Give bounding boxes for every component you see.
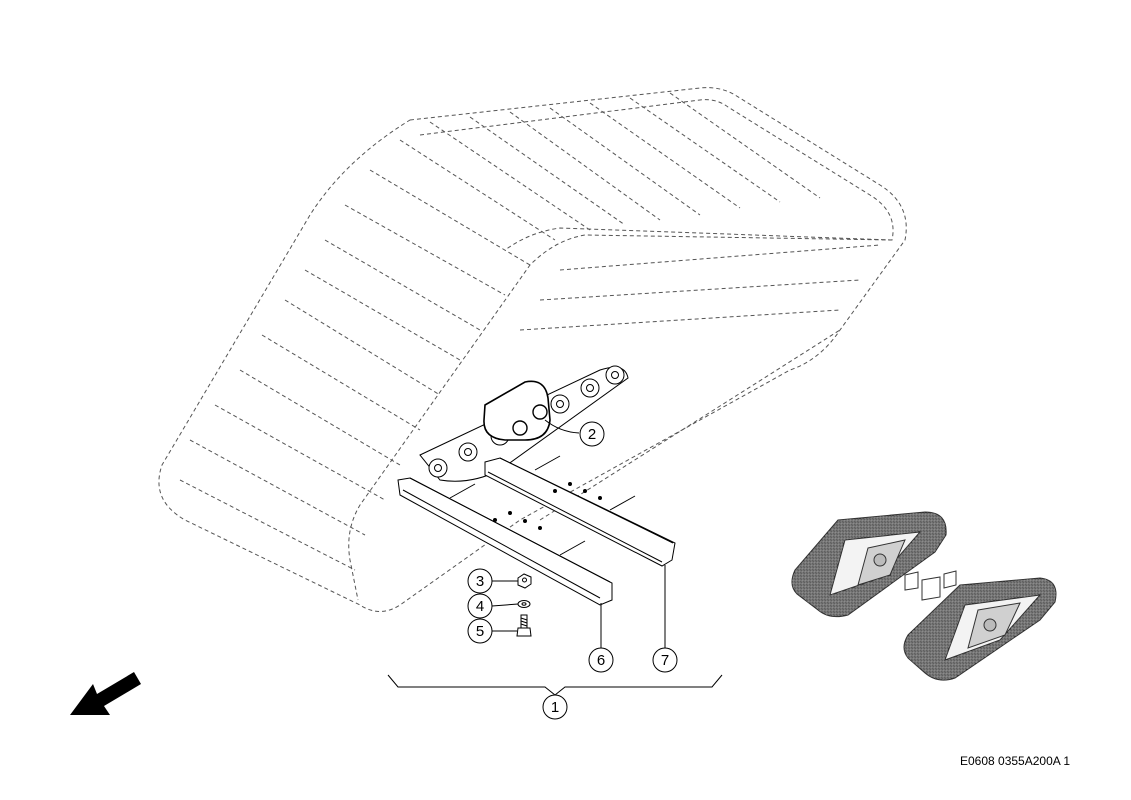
callout-2: 2	[588, 426, 596, 443]
chain-link-highlight	[483, 380, 551, 441]
track-belt-outline	[158, 87, 907, 612]
callout-3: 3	[476, 573, 484, 590]
reference-code: E0608 0355A200A 1	[960, 754, 1071, 768]
track-shoe-lower	[397, 477, 613, 606]
callout-5: 5	[476, 623, 484, 640]
washer	[517, 600, 531, 608]
nut	[517, 573, 532, 589]
track-assembly-thumbnail	[791, 511, 1057, 681]
track-chain	[419, 365, 629, 482]
arrow-icon	[70, 672, 141, 715]
assembly-brace	[387, 674, 723, 696]
callout-6: 6	[597, 652, 605, 669]
callout-7: 7	[661, 652, 669, 669]
callout-4: 4	[476, 598, 484, 615]
bolt	[516, 614, 532, 637]
callouts: 2 3 4 5 6 7 1	[387, 419, 723, 720]
track-shoe-upper	[484, 455, 676, 567]
callout-1: 1	[551, 699, 559, 716]
